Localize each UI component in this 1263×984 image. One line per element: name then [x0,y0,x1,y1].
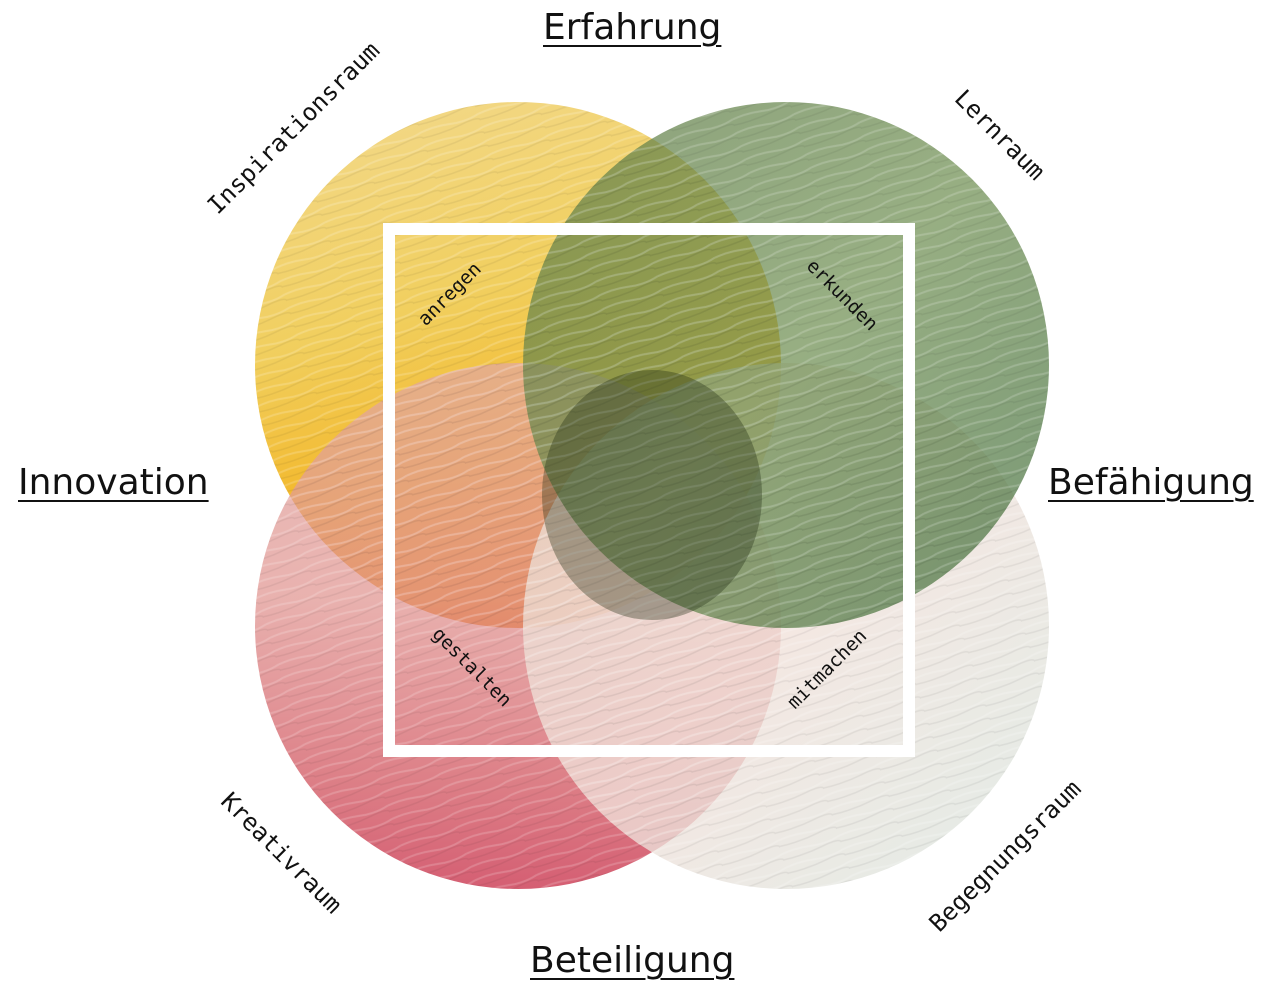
white-frame [383,223,915,757]
axis-label-top: Erfahrung [543,7,722,48]
axis-label-right: Befähigung [1048,462,1254,503]
center-overlap-shade [542,370,762,620]
axis-label-left: Innovation [18,462,209,503]
axis-label-bottom: Beteiligung [530,940,735,981]
